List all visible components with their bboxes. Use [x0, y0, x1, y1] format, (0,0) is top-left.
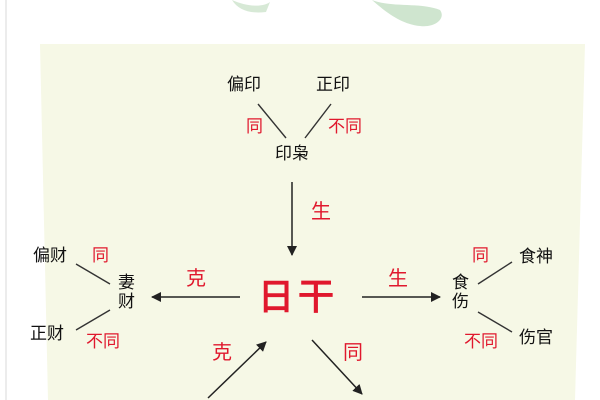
connector-left-top	[75, 263, 111, 285]
left-group-label: 妻财	[114, 273, 134, 311]
bottom-left-arrow-label: 克	[212, 340, 232, 364]
top-left-relation: 同	[246, 117, 263, 137]
right-group-label: 食伤	[448, 273, 468, 311]
connector-top-left	[257, 103, 287, 139]
decor-brush-left	[232, 0, 270, 13]
decor-brush-right	[372, 0, 442, 27]
right-bottom-item: 伤官	[519, 328, 553, 348]
connector-right-bottom	[477, 311, 513, 333]
left-bottom-relation: 不同	[86, 332, 120, 352]
right-arrow-label: 生	[388, 266, 408, 290]
left-bottom-item: 正财	[30, 324, 64, 344]
top-right-relation: 不同	[328, 117, 362, 137]
top-arrow-label: 生	[311, 199, 331, 223]
arrow-bottom-left-to-center	[207, 341, 267, 399]
connector-top-right	[304, 103, 332, 139]
top-group-label: 印枭	[275, 144, 309, 164]
right-bottom-relation: 不同	[464, 332, 498, 352]
left-top-item: 偏财	[33, 246, 67, 266]
connector-right-top	[477, 261, 513, 285]
arrow-center-to-bottom-right	[311, 339, 363, 395]
connector-left-bottom	[75, 309, 111, 331]
background-panel	[40, 44, 585, 400]
top-left-item: 偏印	[227, 75, 261, 95]
left-arrow-label: 克	[186, 266, 206, 290]
center-node-rigan: 日干	[258, 277, 339, 318]
left-top-relation: 同	[92, 246, 109, 266]
top-right-item: 正印	[316, 75, 350, 95]
bottom-right-arrow-label: 同	[343, 340, 363, 364]
right-top-relation: 同	[472, 246, 489, 266]
right-top-item: 食神	[519, 247, 553, 267]
